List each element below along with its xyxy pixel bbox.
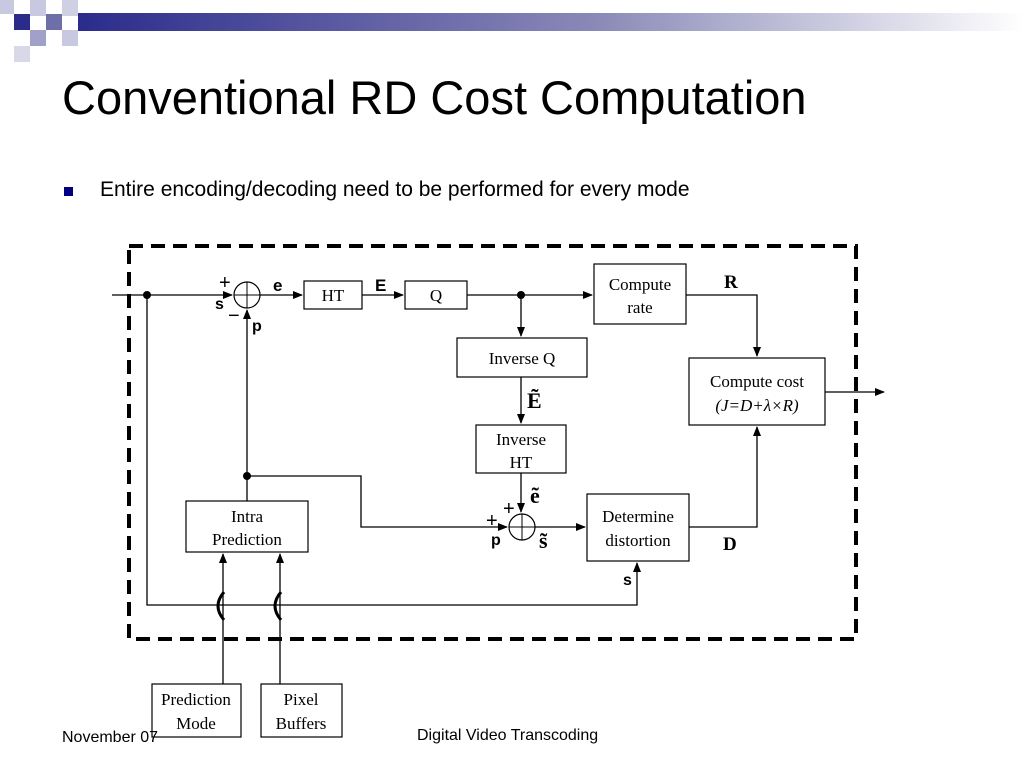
e-label: e bbox=[273, 276, 282, 295]
header-bar bbox=[78, 13, 1024, 31]
header-square bbox=[30, 0, 46, 16]
R-label: R bbox=[724, 272, 738, 293]
prediction-mode-block bbox=[151, 683, 242, 738]
compute-rate-label: Compute bbox=[609, 275, 671, 294]
inverse-ht-label: HT bbox=[510, 453, 533, 472]
compute-cost-label: Compute cost bbox=[710, 372, 804, 391]
E-tilde-label: Ẽ bbox=[527, 388, 542, 413]
compute-cost-block bbox=[688, 357, 826, 426]
prediction-to-adder-line bbox=[247, 475, 508, 531]
D-label: D bbox=[723, 534, 737, 555]
bullet-marker bbox=[64, 187, 73, 196]
inverse-q-label: Inverse Q bbox=[489, 349, 556, 368]
junction-dot bbox=[143, 291, 151, 299]
determine-distortion-label: distortion bbox=[605, 531, 671, 550]
distortion-to-cost-line bbox=[689, 426, 761, 528]
slide-title: Conventional RD Cost Computation bbox=[62, 71, 807, 124]
ht-label: HT bbox=[322, 286, 345, 305]
p-label: p bbox=[491, 532, 501, 549]
compute-rate-block bbox=[593, 263, 687, 325]
q-label: Q bbox=[430, 286, 442, 305]
ht-block bbox=[303, 280, 363, 310]
determine-distortion-label: Determine bbox=[602, 507, 674, 526]
bullet-text: Entire encoding/decoding need to be perf… bbox=[100, 178, 690, 201]
pixel-buffers-label: Pixel bbox=[284, 690, 319, 709]
intra-prediction-label: Intra bbox=[231, 507, 264, 526]
header-square bbox=[62, 30, 78, 46]
crossing-break-mark bbox=[216, 591, 226, 621]
prediction-mode-label: Mode bbox=[176, 714, 216, 733]
pixel-buffers-block bbox=[260, 683, 343, 738]
compute-rate-label: rate bbox=[627, 298, 652, 317]
crossing-break-mark bbox=[273, 591, 283, 621]
junction-dot bbox=[243, 472, 251, 480]
prediction-mode-label: Prediction bbox=[161, 690, 231, 709]
header-square bbox=[0, 0, 14, 14]
e-tilde-label: ẽ bbox=[530, 483, 540, 508]
inverse-ht-block bbox=[475, 424, 567, 474]
determine-distortion-block bbox=[586, 493, 690, 562]
E-label: E bbox=[375, 276, 386, 295]
header-square bbox=[62, 0, 78, 16]
header-square bbox=[14, 46, 30, 62]
source-to-distortion-line bbox=[146, 295, 641, 606]
s-tilde-label: s̃ bbox=[539, 528, 548, 553]
junction-dot bbox=[517, 291, 525, 299]
pixel-buffers-label: Buffers bbox=[276, 714, 327, 733]
q-block bbox=[404, 280, 468, 310]
plus-sign: + bbox=[486, 510, 498, 532]
s-label: s bbox=[215, 296, 224, 313]
footer-title: Digital Video Transcoding bbox=[417, 727, 599, 744]
rate-to-cost-line bbox=[686, 294, 761, 357]
header-square bbox=[30, 30, 46, 46]
minus-sign: − bbox=[228, 305, 240, 327]
p-label: p bbox=[252, 318, 262, 335]
inverse-q-block bbox=[456, 337, 588, 378]
footer-date: November 07 bbox=[62, 729, 159, 746]
header-square bbox=[14, 14, 30, 30]
cost-formula-label: (J=D+λ×R) bbox=[715, 396, 799, 415]
encoder-boundary bbox=[127, 244, 858, 641]
intra-prediction-label: Prediction bbox=[212, 530, 282, 549]
inverse-ht-label: Inverse bbox=[496, 430, 546, 449]
header-square bbox=[46, 14, 62, 30]
plus-sign: + bbox=[219, 272, 231, 294]
s-label: s bbox=[623, 572, 632, 589]
plus-sign: + bbox=[503, 498, 515, 520]
